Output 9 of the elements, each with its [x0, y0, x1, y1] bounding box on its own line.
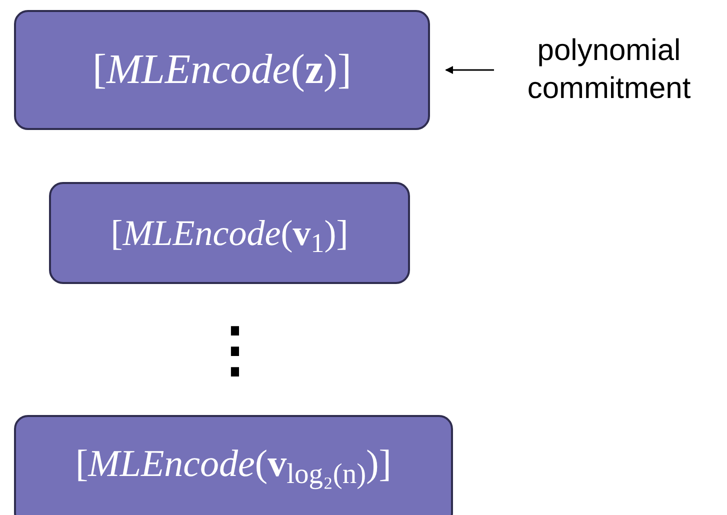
arrow — [445, 66, 494, 74]
vertical-ellipsis: ⋮ — [205, 315, 255, 385]
annotation-text: polynomial commitment — [526, 33, 692, 107]
formula: [MLEncode(v$_{1}$)] — [110, 212, 348, 260]
formula: [MLEncode(v$_{log₂(n)}$)] — [76, 442, 392, 492]
formula: [MLEncode(z)] — [92, 46, 352, 94]
rounded-box — [14, 10, 430, 130]
rounded-box — [49, 182, 410, 284]
rounded-box — [14, 415, 453, 515]
